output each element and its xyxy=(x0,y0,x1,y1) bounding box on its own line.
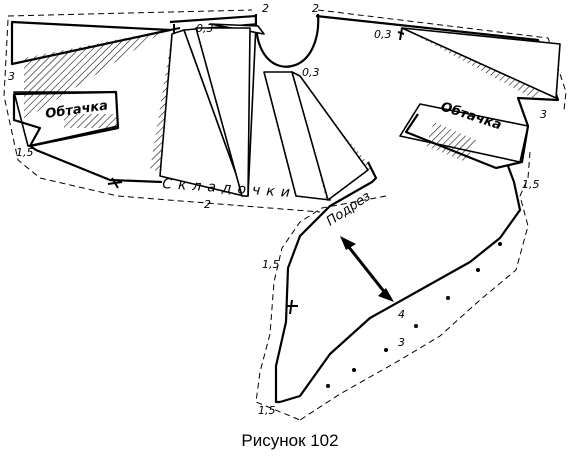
measure-side-right: 3 xyxy=(540,108,547,121)
measure-grain-3: 3 xyxy=(398,336,405,349)
measure-bottom-corner: 1,5 xyxy=(258,404,276,417)
left-shoulder-panel xyxy=(10,20,172,120)
measure-hem-left: 1,5 xyxy=(16,146,34,159)
measure-bottom-pleat: 2 xyxy=(204,198,211,211)
chalk-line xyxy=(326,242,502,388)
mark-ticks xyxy=(107,24,405,315)
measure-top-right: 2 xyxy=(312,2,319,15)
grain-arrow xyxy=(340,236,394,302)
facing-left xyxy=(13,91,119,147)
measure-side-left: 3 xyxy=(8,70,15,83)
right-shoulder-dart xyxy=(401,27,561,100)
measure-neck: 0,3 xyxy=(302,66,320,79)
measure-top-left: 2 xyxy=(262,2,269,15)
seam-allowance-lines xyxy=(3,9,567,421)
label-pleats: Складочки xyxy=(162,176,297,201)
pleats xyxy=(150,23,372,201)
measure-grain-4: 4 xyxy=(398,308,405,321)
facing-right xyxy=(399,103,529,163)
figure-caption: Рисунок 102 xyxy=(241,431,338,450)
measure-hem-right: 1,5 xyxy=(522,178,540,191)
measure-dart-left: 0,3 xyxy=(196,22,214,35)
measure-dart-right: 0,3 xyxy=(374,28,392,41)
measure-curve-left: 1,5 xyxy=(262,258,280,271)
neckline-curve xyxy=(254,13,320,68)
